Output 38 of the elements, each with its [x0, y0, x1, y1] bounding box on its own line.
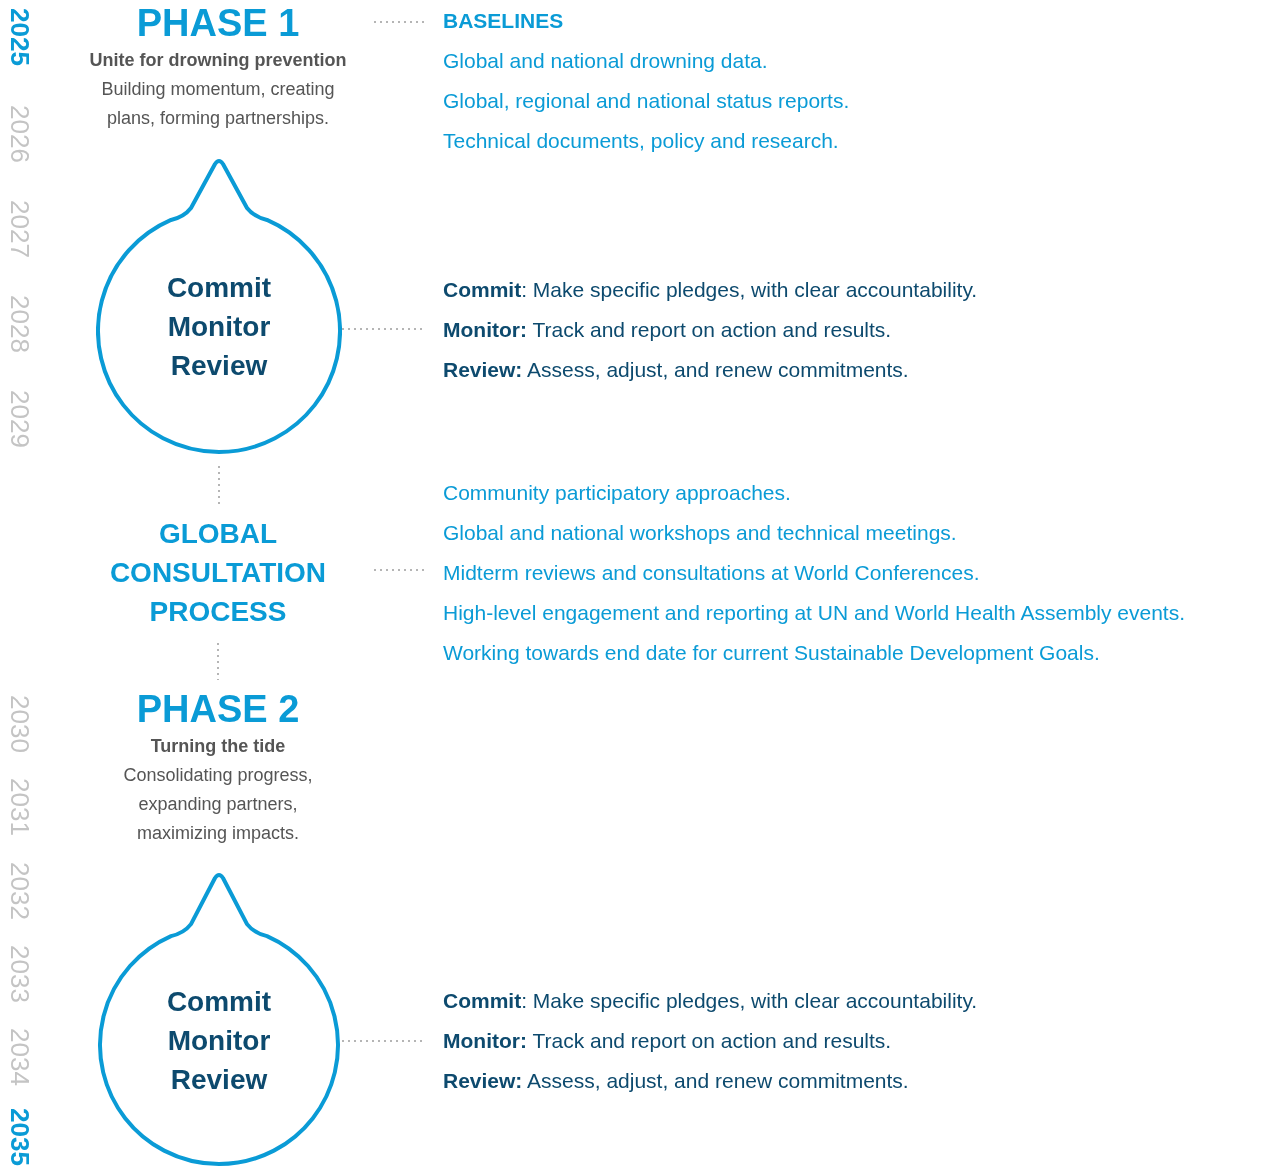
phase-description: Building momentum, creating plans, forming partnerships. — [100, 78, 336, 130]
dotted-connector — [373, 21, 427, 23]
list-item: Midterm reviews and consultations at World Conferences. — [442, 560, 980, 586]
phase-title: PHASE 2 — [136, 687, 300, 732]
year-label: 2031 — [6, 778, 34, 836]
dotted-connector — [373, 569, 427, 571]
list-item: High-level engagement and reporting at UN and World Health Assembly events. — [442, 600, 1185, 626]
year-label: 2035 — [6, 1108, 34, 1166]
list-item: Technical documents, policy and research. — [442, 128, 839, 154]
dotted-connector — [217, 642, 219, 681]
year-label: 2026 — [6, 105, 34, 163]
droplet-label: Commit Monitor Review — [165, 985, 273, 1097]
phase-title: PHASE 1 — [136, 1, 300, 46]
year-label: 2028 — [6, 295, 34, 353]
year-label: 2027 — [6, 200, 34, 258]
year-label: 2033 — [6, 945, 34, 1003]
list-item: Review: Assess, adjust, and renew commitments. — [442, 357, 909, 383]
year-label: 2030 — [6, 695, 34, 753]
process-title: GLOBAL CONSULTATION PROCESS — [108, 517, 328, 629]
phase-description: Consolidating progress, expanding partners, maximizing impacts. — [122, 764, 314, 845]
list-item: Review: Assess, adjust, and renew commitments. — [442, 1068, 909, 1094]
year-label: 2032 — [6, 862, 34, 920]
list-item: Monitor: Track and report on action and results. — [442, 1028, 892, 1054]
list-item: Commit: Make specific pledges, with clear accountability. — [442, 988, 978, 1014]
year-label: 2034 — [6, 1028, 34, 1086]
list-item: Commit: Make specific pledges, with clear accountability. — [442, 277, 978, 303]
phase-subtitle: Turning the tide — [150, 735, 286, 758]
year-label: 2025 — [6, 8, 34, 66]
list-item: Global, regional and national status reports. — [442, 88, 850, 114]
year-label: 2029 — [6, 390, 34, 448]
list-item: Global and national drowning data. — [442, 48, 768, 74]
droplet-label: Commit Monitor Review — [165, 271, 273, 383]
list-item: Working towards end date for current Sustainable Development Goals. — [442, 640, 1100, 666]
phase-subtitle: Unite for drowning prevention — [89, 49, 347, 72]
list-item: Community participatory approaches. — [442, 480, 791, 506]
list-heading: BASELINES — [442, 8, 564, 34]
list-item: Monitor: Track and report on action and results. — [442, 317, 892, 343]
list-item: Global and national workshops and technical meetings. — [442, 520, 957, 546]
